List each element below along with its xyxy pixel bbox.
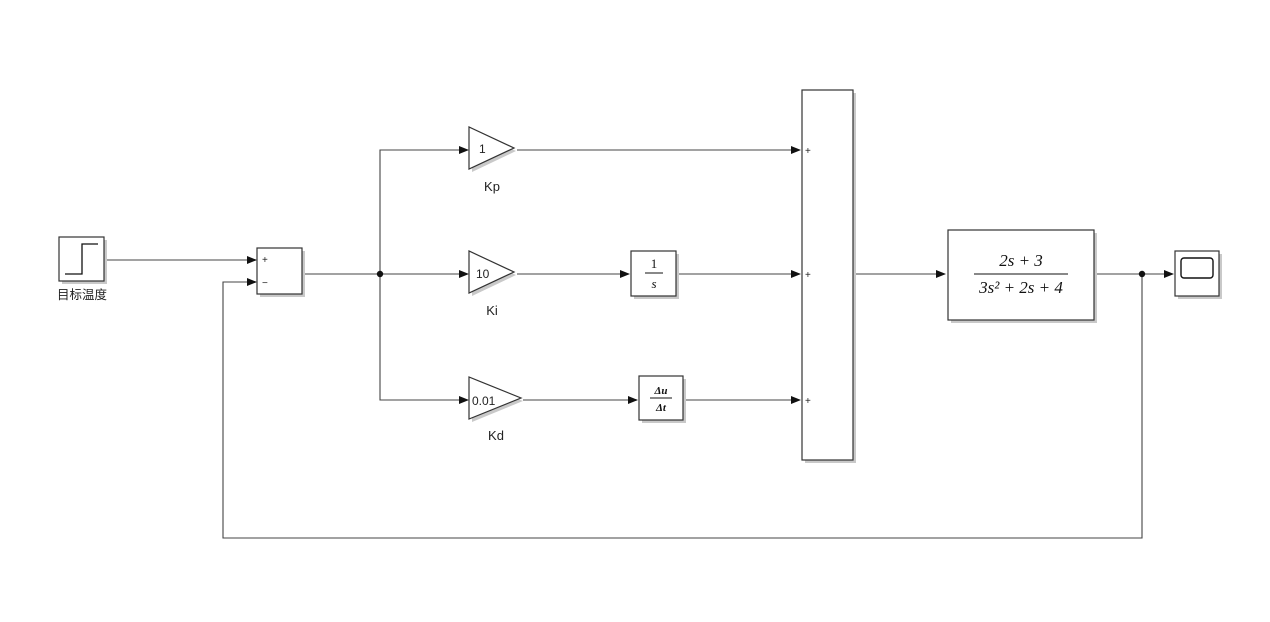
wire-to-kd (379, 274, 469, 404)
tf-denominator: 3s² + 2s + 4 (978, 278, 1063, 297)
gain-kd-value: 0.01 (472, 394, 496, 408)
derivative-num: Δu (653, 385, 667, 397)
sum2-sign-2: + (805, 270, 811, 281)
gain-kp-value: 1 (479, 142, 486, 156)
sum-block-pid[interactable]: + + + (801, 89, 856, 463)
integrator-num: 1 (651, 256, 658, 271)
sum-block-error[interactable]: + − (256, 247, 305, 297)
derivative-block[interactable]: Δu Δt (638, 375, 686, 423)
scope-block[interactable] (1174, 250, 1222, 299)
gain-ki[interactable]: 10 (468, 250, 516, 296)
sum2-sign-3: + (805, 396, 811, 407)
gain-ki-value: 10 (476, 267, 490, 281)
step-label: 目标温度 (57, 287, 108, 302)
branch-point-error (376, 270, 384, 278)
tf-numerator: 2s + 3 (999, 251, 1043, 270)
integrator-block[interactable]: 1 s (630, 250, 679, 299)
sum1-sign-plus: + (262, 255, 268, 266)
derivative-den: Δt (655, 402, 667, 414)
scope-icon (1180, 257, 1214, 279)
gain-kd-label: Kd (488, 428, 504, 443)
gain-kp-label: Kp (484, 179, 500, 194)
gain-ki-label: Ki (486, 303, 498, 318)
integrator-den: s (651, 276, 656, 291)
gain-kp[interactable]: 1 (468, 126, 516, 172)
step-icon (65, 243, 98, 275)
sum2-sign-1: + (805, 146, 811, 157)
transfer-fcn-block[interactable]: 2s + 3 3s² + 2s + 4 (947, 229, 1097, 323)
gain-kd[interactable]: 0.01 (468, 376, 523, 422)
wire-feedback (222, 274, 1143, 539)
wire-to-kp (379, 146, 469, 274)
branch-point-output (1138, 270, 1146, 278)
signal-lines (107, 146, 1174, 539)
sum1-sign-minus: − (262, 278, 268, 289)
step-block[interactable] (58, 236, 107, 284)
